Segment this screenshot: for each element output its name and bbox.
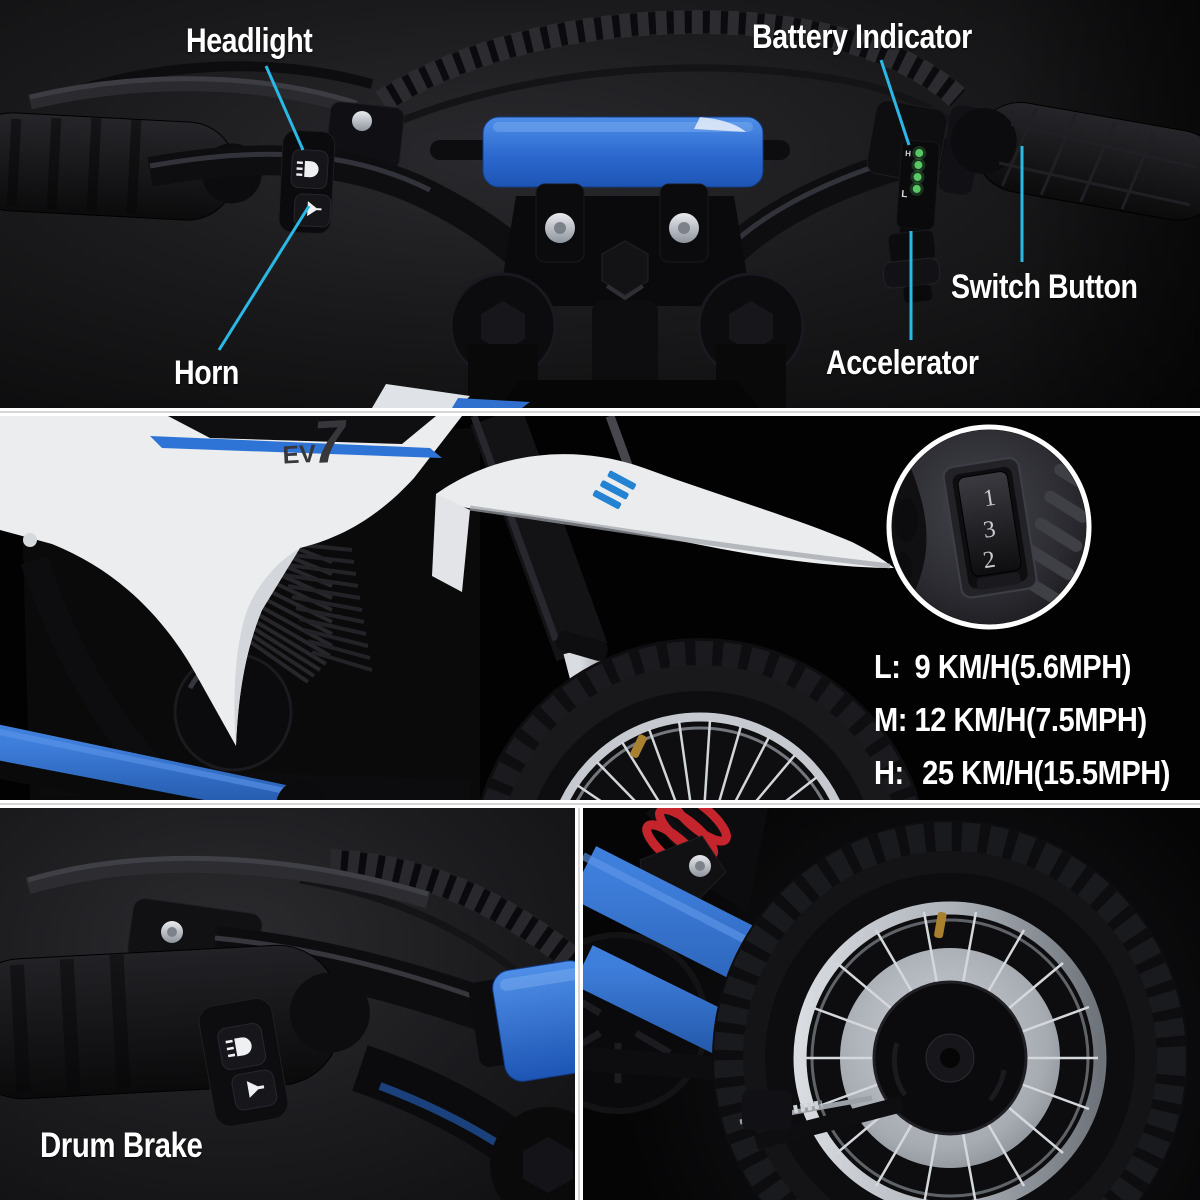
body-shroud — [0, 416, 462, 746]
seat — [168, 416, 436, 444]
callout-horn: Horn — [174, 354, 239, 392]
rear-spokes — [802, 911, 1098, 1200]
panel-drum-brake — [0, 808, 575, 1200]
horn-icon — [307, 201, 322, 217]
rocker-digit-3: 3 — [982, 516, 998, 544]
rocker-digit-1: 1 — [982, 485, 998, 513]
brake-arm — [739, 1090, 905, 1150]
headlight-icon — [296, 160, 319, 178]
speed-mode-value: 9 KM/H(5.6MPH) — [914, 648, 1131, 685]
divider-horizontal-top — [0, 408, 1200, 416]
battery-led — [913, 172, 922, 181]
switch-housing — [278, 129, 336, 235]
ev7-logo-number: 7 — [309, 407, 351, 477]
speed-mode-label: M: — [874, 701, 907, 738]
callout-switch-button: Switch Button — [951, 268, 1138, 306]
front-wheel — [480, 638, 920, 800]
battery-led — [912, 184, 921, 193]
speed-mode-high: H: 25 KM/H(15.5MPH) — [874, 754, 1170, 792]
triple-clamp — [449, 183, 805, 408]
headlight-icon-2 — [225, 1037, 252, 1058]
panel-handlebar-top: H L — [0, 0, 1200, 408]
horn-icon-2 — [246, 1081, 265, 1098]
speed-switch-inset: 1 3 2 — [886, 424, 1092, 630]
fender-stripes-logo — [592, 470, 636, 509]
panel-side-view: 1 3 2 — [0, 416, 1200, 800]
handlebar-pad — [482, 116, 764, 188]
switch-housing-2 — [198, 997, 289, 1127]
handlebar-pad-2 — [492, 960, 575, 1082]
callout-accelerator: Accelerator — [826, 344, 979, 382]
callout-headlight: Headlight — [186, 22, 313, 60]
speed-mode-medium: M:12 KM/H(7.5MPH) — [874, 701, 1147, 739]
speed-mode-label: L: — [874, 648, 901, 685]
rocker-switch: 1 3 2 — [942, 457, 1038, 599]
valve-stem-rear — [934, 911, 947, 939]
front-fender — [432, 454, 894, 592]
callout-drum-brake: Drum Brake — [40, 1126, 203, 1165]
leader-line-headlight — [264, 65, 305, 151]
front-fender-top — [372, 380, 760, 408]
ribbed-cable-sleeve — [375, 10, 967, 113]
speed-mode-low: L: 9 KM/H(5.6MPH) — [874, 648, 1131, 686]
right-grip — [950, 101, 1200, 221]
speed-mode-label: H: — [874, 754, 904, 791]
valve-stem — [630, 734, 647, 758]
battery-high-label: H — [905, 149, 912, 158]
left-grip — [0, 112, 262, 221]
battery-led — [914, 160, 923, 169]
divider-horizontal-bottom — [0, 800, 1200, 808]
frame-tube-blue — [0, 724, 328, 800]
body-blue-stripe — [150, 436, 442, 458]
front-spokes — [576, 719, 818, 800]
panel-rear-wheel — [583, 808, 1200, 1200]
leader-line-battery-indicator — [879, 59, 911, 146]
fork-crown-corner — [490, 1107, 575, 1200]
rocker-digit-2: 2 — [981, 547, 997, 575]
divider-vertical — [575, 808, 583, 1200]
battery-low-label: L — [901, 189, 908, 200]
speed-mode-value: 25 KM/H(15.5MPH) — [914, 754, 1171, 791]
callout-battery-indicator: Battery Indicator — [752, 18, 972, 56]
ev7-logo: EV 7 — [281, 407, 351, 477]
battery-led — [915, 149, 924, 158]
leader-line-horn — [217, 205, 311, 351]
speed-mode-value: 12 KM/H(7.5MPH) — [914, 701, 1147, 738]
